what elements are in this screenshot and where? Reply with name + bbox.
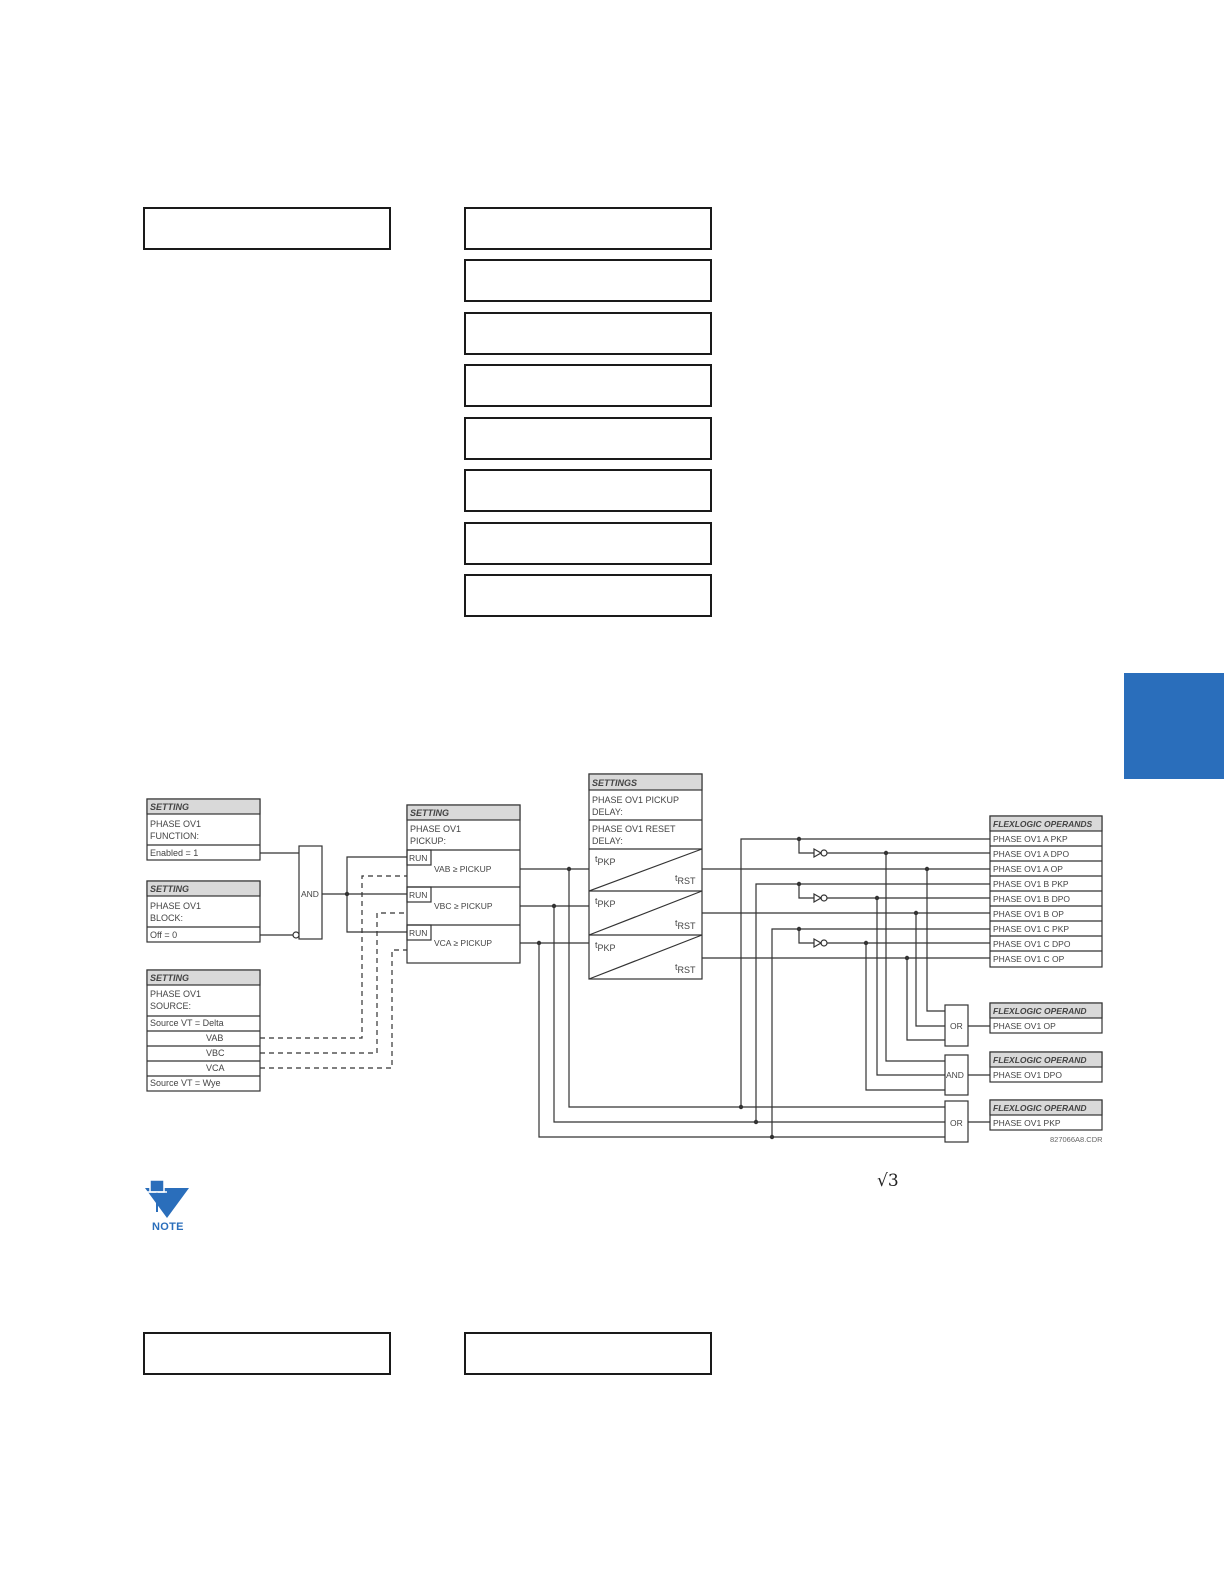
or-gate-op-label: OR bbox=[950, 1021, 963, 1031]
menu-box-setting-6 bbox=[464, 469, 712, 512]
setting-function-header: SETTING bbox=[150, 802, 189, 812]
setting-source-header: SETTING bbox=[150, 973, 189, 983]
run-label-b: RUN bbox=[409, 890, 427, 900]
note-pushpin-icon bbox=[145, 1179, 189, 1218]
menu-box-phase-ov1-title bbox=[143, 207, 391, 250]
sqrt3-formula: √3 bbox=[877, 1171, 899, 1191]
setting-block-value: Off = 0 bbox=[150, 930, 177, 940]
setting-pickup-line1: PHASE OV1 bbox=[410, 824, 461, 834]
setting-source-vbc: VBC bbox=[206, 1048, 225, 1058]
setting-source-line2: SOURCE: bbox=[150, 1001, 191, 1011]
operands-header: FLEXLOGIC OPERANDS bbox=[993, 819, 1093, 829]
operand-item: PHASE OV1 C OP bbox=[993, 954, 1065, 964]
delay-pkp-line2: DELAY: bbox=[592, 807, 623, 817]
delay-rst-line1: PHASE OV1 RESET bbox=[592, 824, 676, 834]
timer-b-t-pkp: tPKP bbox=[595, 896, 616, 909]
menu-box-setting-5 bbox=[464, 417, 712, 460]
operand-item: PHASE OV1 A DPO bbox=[993, 849, 1069, 859]
and-gate-main-label: AND bbox=[301, 889, 319, 899]
timer-a-t-rst: tRST bbox=[675, 873, 696, 886]
timer-a-t-pkp: tPKP bbox=[595, 854, 616, 867]
setting-block-line1: PHASE OV1 bbox=[150, 901, 201, 911]
operand-pkp-header: FLEXLOGIC OPERAND bbox=[993, 1103, 1087, 1113]
operand-op-value: PHASE OV1 OP bbox=[993, 1021, 1056, 1031]
operand-item: PHASE OV1 B PKP bbox=[993, 879, 1069, 889]
run-label-c: RUN bbox=[409, 928, 427, 938]
operand-op-header: FLEXLOGIC OPERAND bbox=[993, 1006, 1087, 1016]
menu-box-lower-title bbox=[143, 1332, 391, 1375]
menu-box-setting-4 bbox=[464, 364, 712, 407]
setting-block-header: SETTING bbox=[150, 884, 189, 894]
operand-dpo-header: FLEXLOGIC OPERAND bbox=[993, 1055, 1087, 1065]
chapter-side-tab bbox=[1124, 673, 1224, 779]
setting-source-line1: PHASE OV1 bbox=[150, 989, 201, 999]
menu-box-setting-2 bbox=[464, 259, 712, 302]
note-label: NOTE bbox=[152, 1221, 184, 1233]
menu-box-setting-7 bbox=[464, 522, 712, 565]
menu-box-setting-8 bbox=[464, 574, 712, 617]
timer-c-t-pkp: tPKP bbox=[595, 940, 616, 953]
setting-source-delta: Source VT = Delta bbox=[150, 1018, 224, 1028]
setting-delay-header: SETTINGS bbox=[592, 778, 637, 788]
operand-item: PHASE OV1 C PKP bbox=[993, 924, 1069, 934]
setting-block-line2: BLOCK: bbox=[150, 913, 183, 923]
delay-pkp-line1: PHASE OV1 PICKUP bbox=[592, 795, 679, 805]
operand-item: PHASE OV1 A PKP bbox=[993, 834, 1068, 844]
menu-box-setting-1 bbox=[464, 207, 712, 250]
operand-item: PHASE OV1 A OP bbox=[993, 864, 1063, 874]
run-label-a: RUN bbox=[409, 853, 427, 863]
operand-item: PHASE OV1 B OP bbox=[993, 909, 1064, 919]
pickup-row-c: VCA ≥ PICKUP bbox=[434, 938, 492, 948]
or-gate-pkp-label: OR bbox=[950, 1118, 963, 1128]
delay-rst-line2: DELAY: bbox=[592, 836, 623, 846]
setting-function-line1: PHASE OV1 bbox=[150, 819, 201, 829]
setting-source-vab: VAB bbox=[206, 1033, 223, 1043]
operand-pkp-value: PHASE OV1 PKP bbox=[993, 1118, 1061, 1128]
setting-pickup-line2: PICKUP: bbox=[410, 836, 446, 846]
operand-dpo-value: PHASE OV1 DPO bbox=[993, 1070, 1062, 1080]
pickup-row-a: VAB ≥ PICKUP bbox=[434, 864, 492, 874]
diagram-id: 827066A8.CDR bbox=[1050, 1135, 1103, 1144]
setting-source-wye: Source VT = Wye bbox=[150, 1078, 221, 1088]
setting-pickup-header: SETTING bbox=[410, 808, 449, 818]
setting-function-value: Enabled = 1 bbox=[150, 848, 198, 858]
setting-source-vca: VCA bbox=[206, 1063, 225, 1073]
operand-item: PHASE OV1 C DPO bbox=[993, 939, 1071, 949]
timer-b-t-rst: tRST bbox=[675, 918, 696, 931]
setting-function-line2: FUNCTION: bbox=[150, 831, 199, 841]
menu-box-setting-3 bbox=[464, 312, 712, 355]
pickup-row-b: VBC ≥ PICKUP bbox=[434, 901, 493, 911]
operand-item: PHASE OV1 B DPO bbox=[993, 894, 1070, 904]
and-gate-dpo-label: AND bbox=[946, 1070, 964, 1080]
menu-box-lower-setting bbox=[464, 1332, 712, 1375]
timer-c-t-rst: tRST bbox=[675, 962, 696, 975]
